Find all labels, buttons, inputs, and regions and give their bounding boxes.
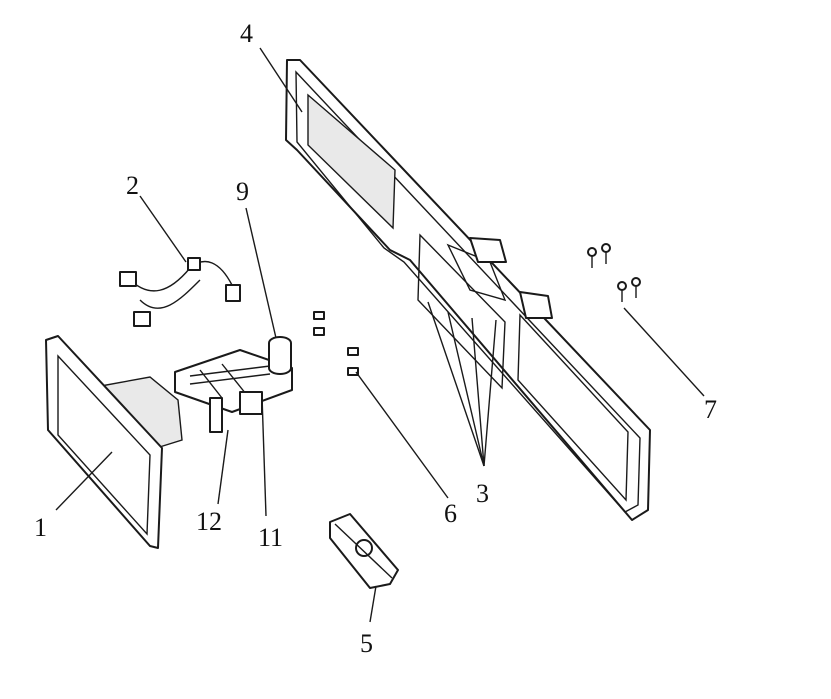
- callout-11: 11: [258, 523, 283, 552]
- callout-labels: 1 2 3 4 5 6 7 9 11 12: [34, 19, 717, 658]
- part-4-panel: [285, 59, 651, 521]
- part-2-wire-harness: [119, 257, 241, 327]
- callout-2: 2: [126, 171, 139, 200]
- part-9-11-12-bracket: [174, 336, 293, 433]
- callout-9: 9: [236, 177, 249, 206]
- part-5-switch: [329, 513, 399, 589]
- part-1-display: [45, 335, 183, 549]
- part-7-screws: [587, 243, 641, 302]
- callout-5: 5: [360, 629, 373, 658]
- callout-12: 12: [196, 507, 222, 536]
- callout-7: 7: [704, 395, 717, 424]
- callout-4: 4: [240, 19, 253, 48]
- callout-1: 1: [34, 513, 47, 542]
- part-6-screws: [313, 311, 359, 376]
- leader-lines: [55, 47, 705, 623]
- callout-3: 3: [476, 479, 489, 508]
- callout-6: 6: [444, 499, 457, 528]
